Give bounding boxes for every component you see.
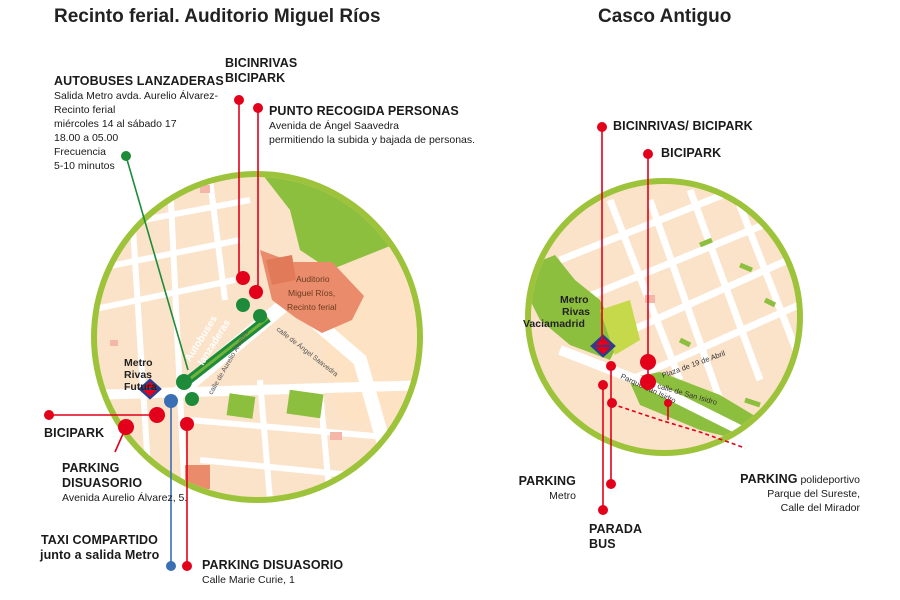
parking-address: Avenida Aurelio Álvarez, 5.	[62, 492, 188, 504]
parking-heading: PARKING DISUASORIO	[202, 558, 344, 572]
taxi-heading: TAXI COMPARTIDO	[40, 533, 158, 547]
bicinrivas-line: BICINRIVAS	[225, 56, 298, 70]
right-markers	[597, 122, 672, 515]
autobuses-line: Frecuencia	[54, 146, 106, 158]
left-markers	[44, 95, 267, 571]
parking-heading: PARKING	[740, 472, 798, 486]
right-map-title: Casco Antiguo	[598, 6, 732, 27]
parking-metro-line: Metro	[549, 490, 576, 502]
parada-heading: PARADA	[589, 522, 643, 536]
bicipark-left-label: BICIPARK	[44, 426, 105, 440]
bicinrivas-bicipark-label: BICINRIVAS BICIPARK	[225, 56, 297, 86]
parking-heading: PARKING	[518, 474, 576, 488]
punto-recogida-line: permitiendo la subida y bajada de person…	[269, 134, 476, 146]
taxi-compartido-label: TAXI COMPARTIDO junto a salida Metro	[40, 533, 160, 563]
autobuses-line: 18.00 a 05.00	[54, 132, 119, 144]
metro-rivas-vaciamadrid-icon	[590, 334, 616, 358]
parking-polideportivo-line: Calle del Mirador	[780, 502, 860, 514]
bicinrivas-bicipark-right-label: BICINRIVAS/ BICIPARK	[613, 119, 753, 133]
autobuses-lanzaderas-label: AUTOBUSES LANZADERAS Salida Metro avda. …	[54, 74, 224, 173]
metro-park	[531, 255, 620, 360]
autobuses-line: Recinto ferial	[54, 104, 116, 116]
svg-text:Metro: Metro	[124, 357, 153, 369]
autobuses-heading: AUTOBUSES LANZADERAS	[54, 74, 224, 88]
svg-text:Auditorio: Auditorio	[296, 274, 330, 284]
svg-text:Futura: Futura	[124, 381, 157, 393]
svg-text:Rivas: Rivas	[124, 369, 152, 381]
parking-heading: DISUASORIO	[62, 476, 143, 490]
parada-bus-label: PARADA BUS	[589, 522, 642, 552]
parking-address: Calle Marie Curie, 1	[202, 574, 295, 586]
svg-text:Metro: Metro	[560, 294, 589, 306]
left-map-title: Recinto ferial. Auditorio Miguel Ríos	[54, 6, 381, 27]
svg-text:Rivas: Rivas	[562, 306, 590, 318]
punto-recogida-label: PUNTO RECOGIDA PERSONAS Avenida de Ángel…	[269, 104, 475, 147]
metro-rivas-futura-icon	[138, 378, 162, 400]
parking-polideportivo-label: PARKING polideportivo Parque del Sureste…	[720, 472, 860, 515]
parking-disuasorio-bottom-label: PARKING DISUASORIO Calle Marie Curie, 1	[202, 558, 343, 587]
svg-text:Vaciamadrid: Vaciamadrid	[523, 318, 585, 330]
walking-route	[611, 403, 746, 449]
punto-recogida-heading: PUNTO RECOGIDA PERSONAS	[269, 104, 459, 118]
autobuses-line: 5-10 minutos	[54, 160, 115, 172]
autobuses-line: miércoles 14 al sábado 17	[54, 118, 177, 130]
autobuses-line: Salida Metro avda. Aurelio Álvarez-	[54, 90, 218, 102]
svg-text:Miguel Ríos,: Miguel Ríos,	[288, 288, 335, 298]
left-map: Auditorio Miguel Ríos, Recinto ferial Me…	[44, 95, 423, 571]
right-map: Metro Rivas Vaciamadrid Plaza de 19 de A…	[523, 122, 803, 515]
bus-heading: BUS	[589, 537, 616, 551]
taxi-line: junto a salida Metro	[40, 548, 160, 562]
svg-text:Recinto ferial: Recinto ferial	[287, 302, 337, 312]
bicipark-line: BICIPARK	[225, 71, 286, 85]
parking-polideportivo-line: Parque del Sureste,	[767, 488, 860, 500]
parking-disuasorio-left-label: PARKING DISUASORIO Avenida Aurelio Álvar…	[62, 461, 187, 505]
parking-metro-label: PARKING Metro	[510, 474, 576, 503]
punto-recogida-line: Avenida de Ángel Saavedra	[269, 120, 399, 132]
bicipark-right-label: BICIPARK	[661, 146, 722, 160]
polideportivo-text: polideportivo	[797, 474, 860, 486]
parking-heading: PARKING	[62, 461, 120, 475]
